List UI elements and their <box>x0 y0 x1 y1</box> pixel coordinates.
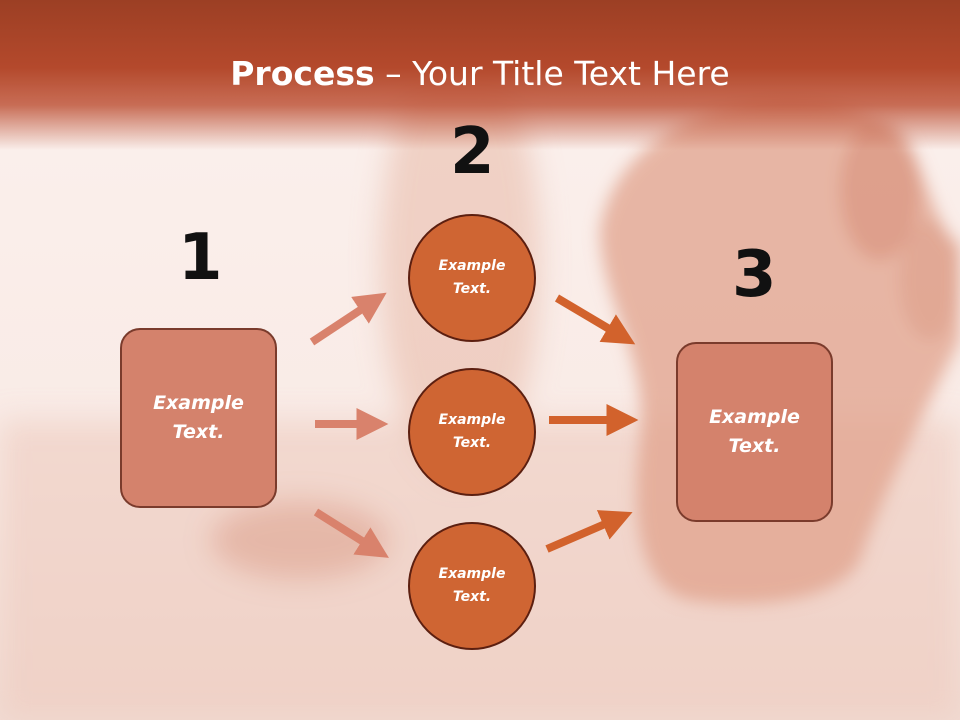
step-2-circle-top: Example Text. <box>408 214 536 342</box>
step-1-label: Example Text. <box>153 392 244 443</box>
arrow-2-top-to-3 <box>554 294 636 345</box>
step-1-number: 1 <box>178 221 223 295</box>
slide-title: Process – Your Title Text Here <box>0 52 960 96</box>
step-3-label: Example Text. <box>709 406 800 457</box>
step-2-circle-top-label: Example Text. <box>438 258 506 297</box>
title-band <box>0 0 960 150</box>
step-2-circle-bottom-label: Example Text. <box>438 566 506 605</box>
arrow-2-bottom-to-3 <box>545 510 633 553</box>
step-3-number: 3 <box>732 238 777 312</box>
step-2-circle-middle: Example Text. <box>408 368 536 496</box>
arrow-1-to-2-bottom <box>313 508 389 558</box>
step-3-box: Example Text. <box>676 342 833 522</box>
step-1-box: Example Text. <box>120 328 277 508</box>
arrow-1-to-2-top <box>309 292 387 346</box>
title-rest: – Your Title Text Here <box>374 54 730 93</box>
step-2-number: 2 <box>450 115 495 189</box>
step-2-circle-bottom: Example Text. <box>408 522 536 650</box>
step-2-circle-middle-label: Example Text. <box>438 412 506 451</box>
title-bold: Process <box>230 54 375 93</box>
